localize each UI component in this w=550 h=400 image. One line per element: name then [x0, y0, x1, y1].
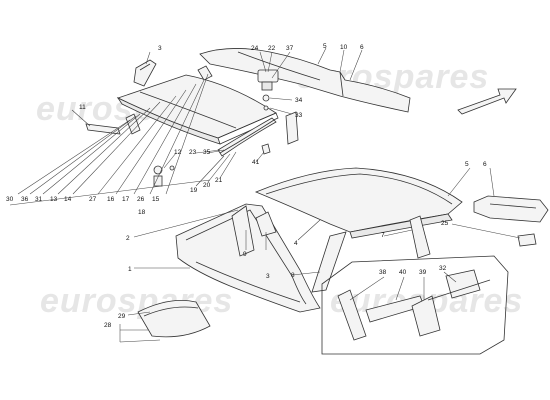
callout-17: 17 [122, 196, 130, 203]
callout-3-lower: 3 [266, 273, 270, 280]
rear-panel-upper [199, 48, 411, 113]
callout-8: 8 [291, 272, 295, 279]
callout-12: 12 [174, 149, 182, 156]
callout-33: 33 [295, 112, 303, 119]
callout-38: 38 [379, 269, 387, 276]
direction-arrow [457, 88, 517, 115]
callout-6-upper: 6 [360, 44, 364, 51]
seal-strip-upper [217, 117, 277, 157]
callout-32: 32 [439, 265, 447, 272]
callout-29: 29 [118, 313, 126, 320]
sun-visor [137, 299, 211, 338]
callout-9: 9 [243, 251, 247, 258]
leader-lines-upper [9, 47, 363, 206]
callout-10: 10 [340, 44, 348, 51]
watermark-bottom-left: eurospares [40, 282, 233, 320]
callout-28: 28 [104, 322, 112, 329]
callout-19: 19 [190, 187, 198, 194]
callout-25: 25 [441, 220, 449, 227]
callout-6-lower: 6 [483, 161, 487, 168]
callout-40: 40 [399, 269, 407, 276]
bracket-25 [517, 233, 537, 247]
callout-39: 39 [419, 269, 427, 276]
callout-16: 16 [107, 196, 115, 203]
callout-7: 7 [381, 232, 385, 239]
callout-11: 11 [79, 104, 86, 111]
callout-37: 37 [286, 45, 294, 52]
callout-22: 22 [268, 45, 276, 52]
callout-31: 31 [35, 196, 43, 203]
callout-36: 36 [21, 196, 29, 203]
callout-20: 20 [203, 182, 211, 189]
detail-inset [321, 255, 509, 355]
callout-34: 34 [295, 97, 303, 104]
trim-piece-3-upper [133, 59, 157, 87]
callout-2: 2 [126, 235, 130, 242]
rear-panel-lower [473, 195, 549, 223]
pillar-7 [409, 215, 431, 259]
callout-23: 23 [189, 149, 197, 156]
callout-4: 4 [294, 240, 298, 247]
callout-35: 35 [203, 149, 211, 156]
callout-3-upper: 3 [158, 45, 162, 52]
callout-5-upper: 5 [323, 43, 327, 50]
callout-labels: 3 24 22 37 5 10 6 34 33 11 12 23 35 41 1… [6, 43, 487, 329]
callout-27: 27 [89, 196, 97, 203]
callout-24: 24 [251, 45, 259, 52]
leader-lines-lower [119, 167, 521, 343]
callout-5-lower: 5 [465, 161, 469, 168]
callout-26: 26 [137, 196, 145, 203]
roof-shell-lower [254, 167, 463, 239]
callout-1: 1 [128, 266, 132, 273]
clip-41 [261, 143, 271, 155]
windscreen-frame [175, 203, 347, 313]
callout-21: 21 [215, 177, 223, 184]
callout-18: 18 [138, 209, 146, 216]
callout-14: 14 [64, 196, 72, 203]
callout-30: 30 [6, 196, 14, 203]
lock-mechanism [257, 69, 279, 111]
callout-13: 13 [50, 196, 58, 203]
bracket-33 [285, 111, 299, 145]
callout-41: 41 [252, 159, 260, 166]
roof-panel-upper [116, 74, 279, 145]
callout-15: 15 [152, 196, 160, 203]
